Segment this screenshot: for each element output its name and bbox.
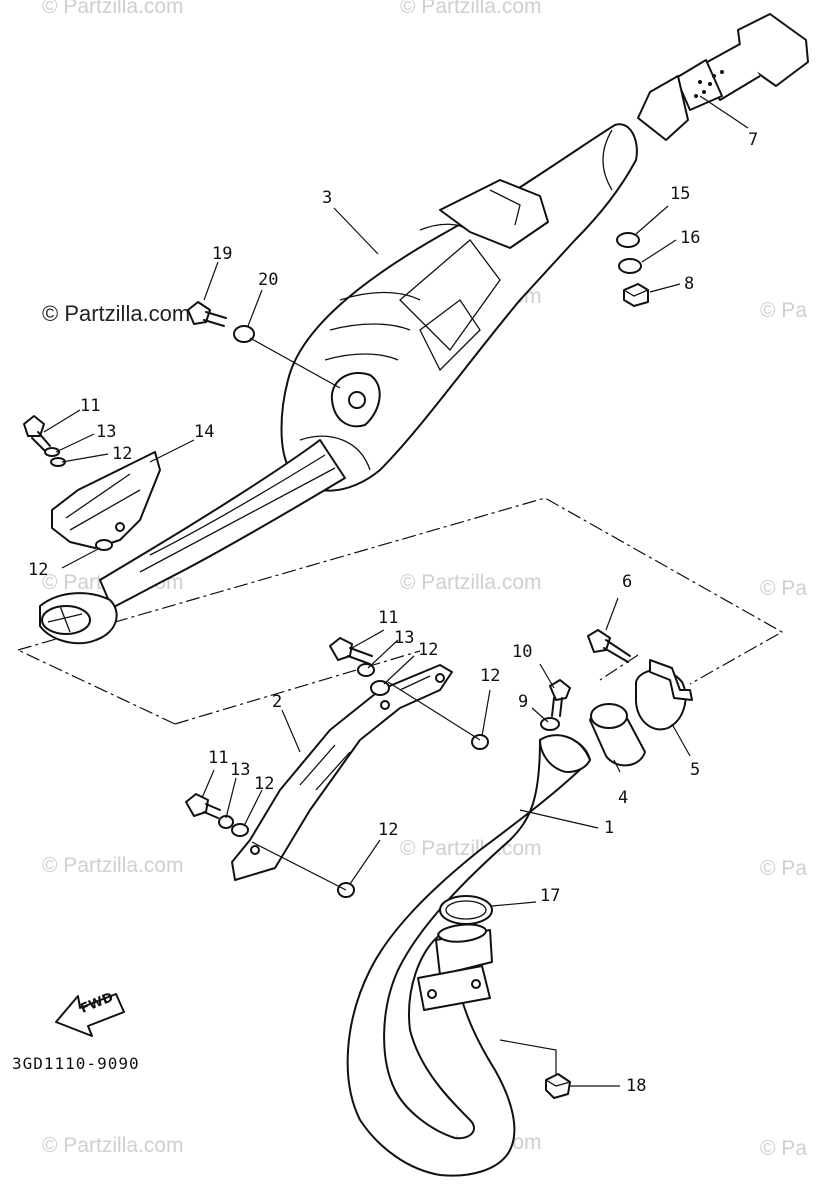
tailpipe [637,13,809,141]
callout-12: 12 [254,774,275,794]
washer-12e [231,823,249,837]
callout-12: 12 [378,820,399,840]
callout-17: 17 [540,886,561,906]
callout-18: 18 [626,1076,647,1096]
grommet-15 [616,232,640,248]
callout-8: 8 [684,274,695,294]
callout-12: 12 [28,560,49,580]
watermark: © Partzilla.com [42,854,184,877]
callout-9: 9 [518,692,529,712]
bolt-11c [185,793,221,819]
callout-12: 12 [418,640,439,660]
callout-13: 13 [394,628,415,648]
washer-12c [370,680,390,696]
callout-13: 13 [230,760,251,780]
bolt-11a [23,415,51,451]
assembly-boundary [174,650,421,725]
callout-11: 11 [208,748,229,768]
watermark: © Partzilla.com [400,571,542,594]
callout-7: 7 [748,130,759,150]
callout-6: 6 [622,572,633,592]
muffler-inlet-pipe [39,439,346,645]
bolt-10 [549,679,571,717]
exhaust-protector [231,664,453,881]
callout-5: 5 [690,760,701,780]
washer-12b [95,539,113,551]
callout-20: 20 [258,270,279,290]
bolt-11b [329,637,373,665]
callout-11: 11 [80,396,101,416]
washer-16 [618,258,642,274]
bolt-19 [187,301,227,327]
watermark: © Pa [760,1137,807,1160]
assembly-boundary [17,497,784,725]
nut-18 [545,1073,571,1099]
callout-12: 12 [480,666,501,686]
bolt-6 [587,629,631,663]
callout-19: 19 [212,244,233,264]
watermark: © Pa [760,299,807,322]
washer-9 [540,717,560,731]
watermark: © Pa [760,577,807,600]
watermark: © Partzilla.com [42,0,184,18]
callout-16: 16 [680,228,701,248]
gasket-17 [439,895,493,925]
callout-4: 4 [618,788,629,808]
callout-13: 13 [96,422,117,442]
diagram-code: 3GD1110-9090 [12,1054,140,1073]
leader-lines [43,95,749,1087]
callout-3: 3 [322,188,333,208]
callout-2: 2 [272,692,283,712]
forward-arrow-icon [55,993,125,1037]
watermark: © Pa [760,857,807,880]
callout-15: 15 [670,184,691,204]
watermark: © Partzilla.com [400,0,542,18]
grommet-12d [471,734,489,750]
clamp-band [635,659,693,731]
bolt-8 [623,283,649,307]
heat-guard-small [51,451,161,549]
callout-11: 11 [378,608,399,628]
washer-13b [357,663,375,677]
exhaust-pipe [346,734,591,1177]
callout-1: 1 [604,818,615,838]
washer-20 [233,325,255,343]
joint-ring [589,703,646,767]
callout-10: 10 [512,642,533,662]
muffler [280,123,638,492]
callout-14: 14 [194,422,215,442]
watermark: © Partzilla.com [42,1134,184,1157]
watermark: © Partzilla.com [42,301,191,326]
callout-12: 12 [112,444,133,464]
washer-13a [44,447,60,457]
